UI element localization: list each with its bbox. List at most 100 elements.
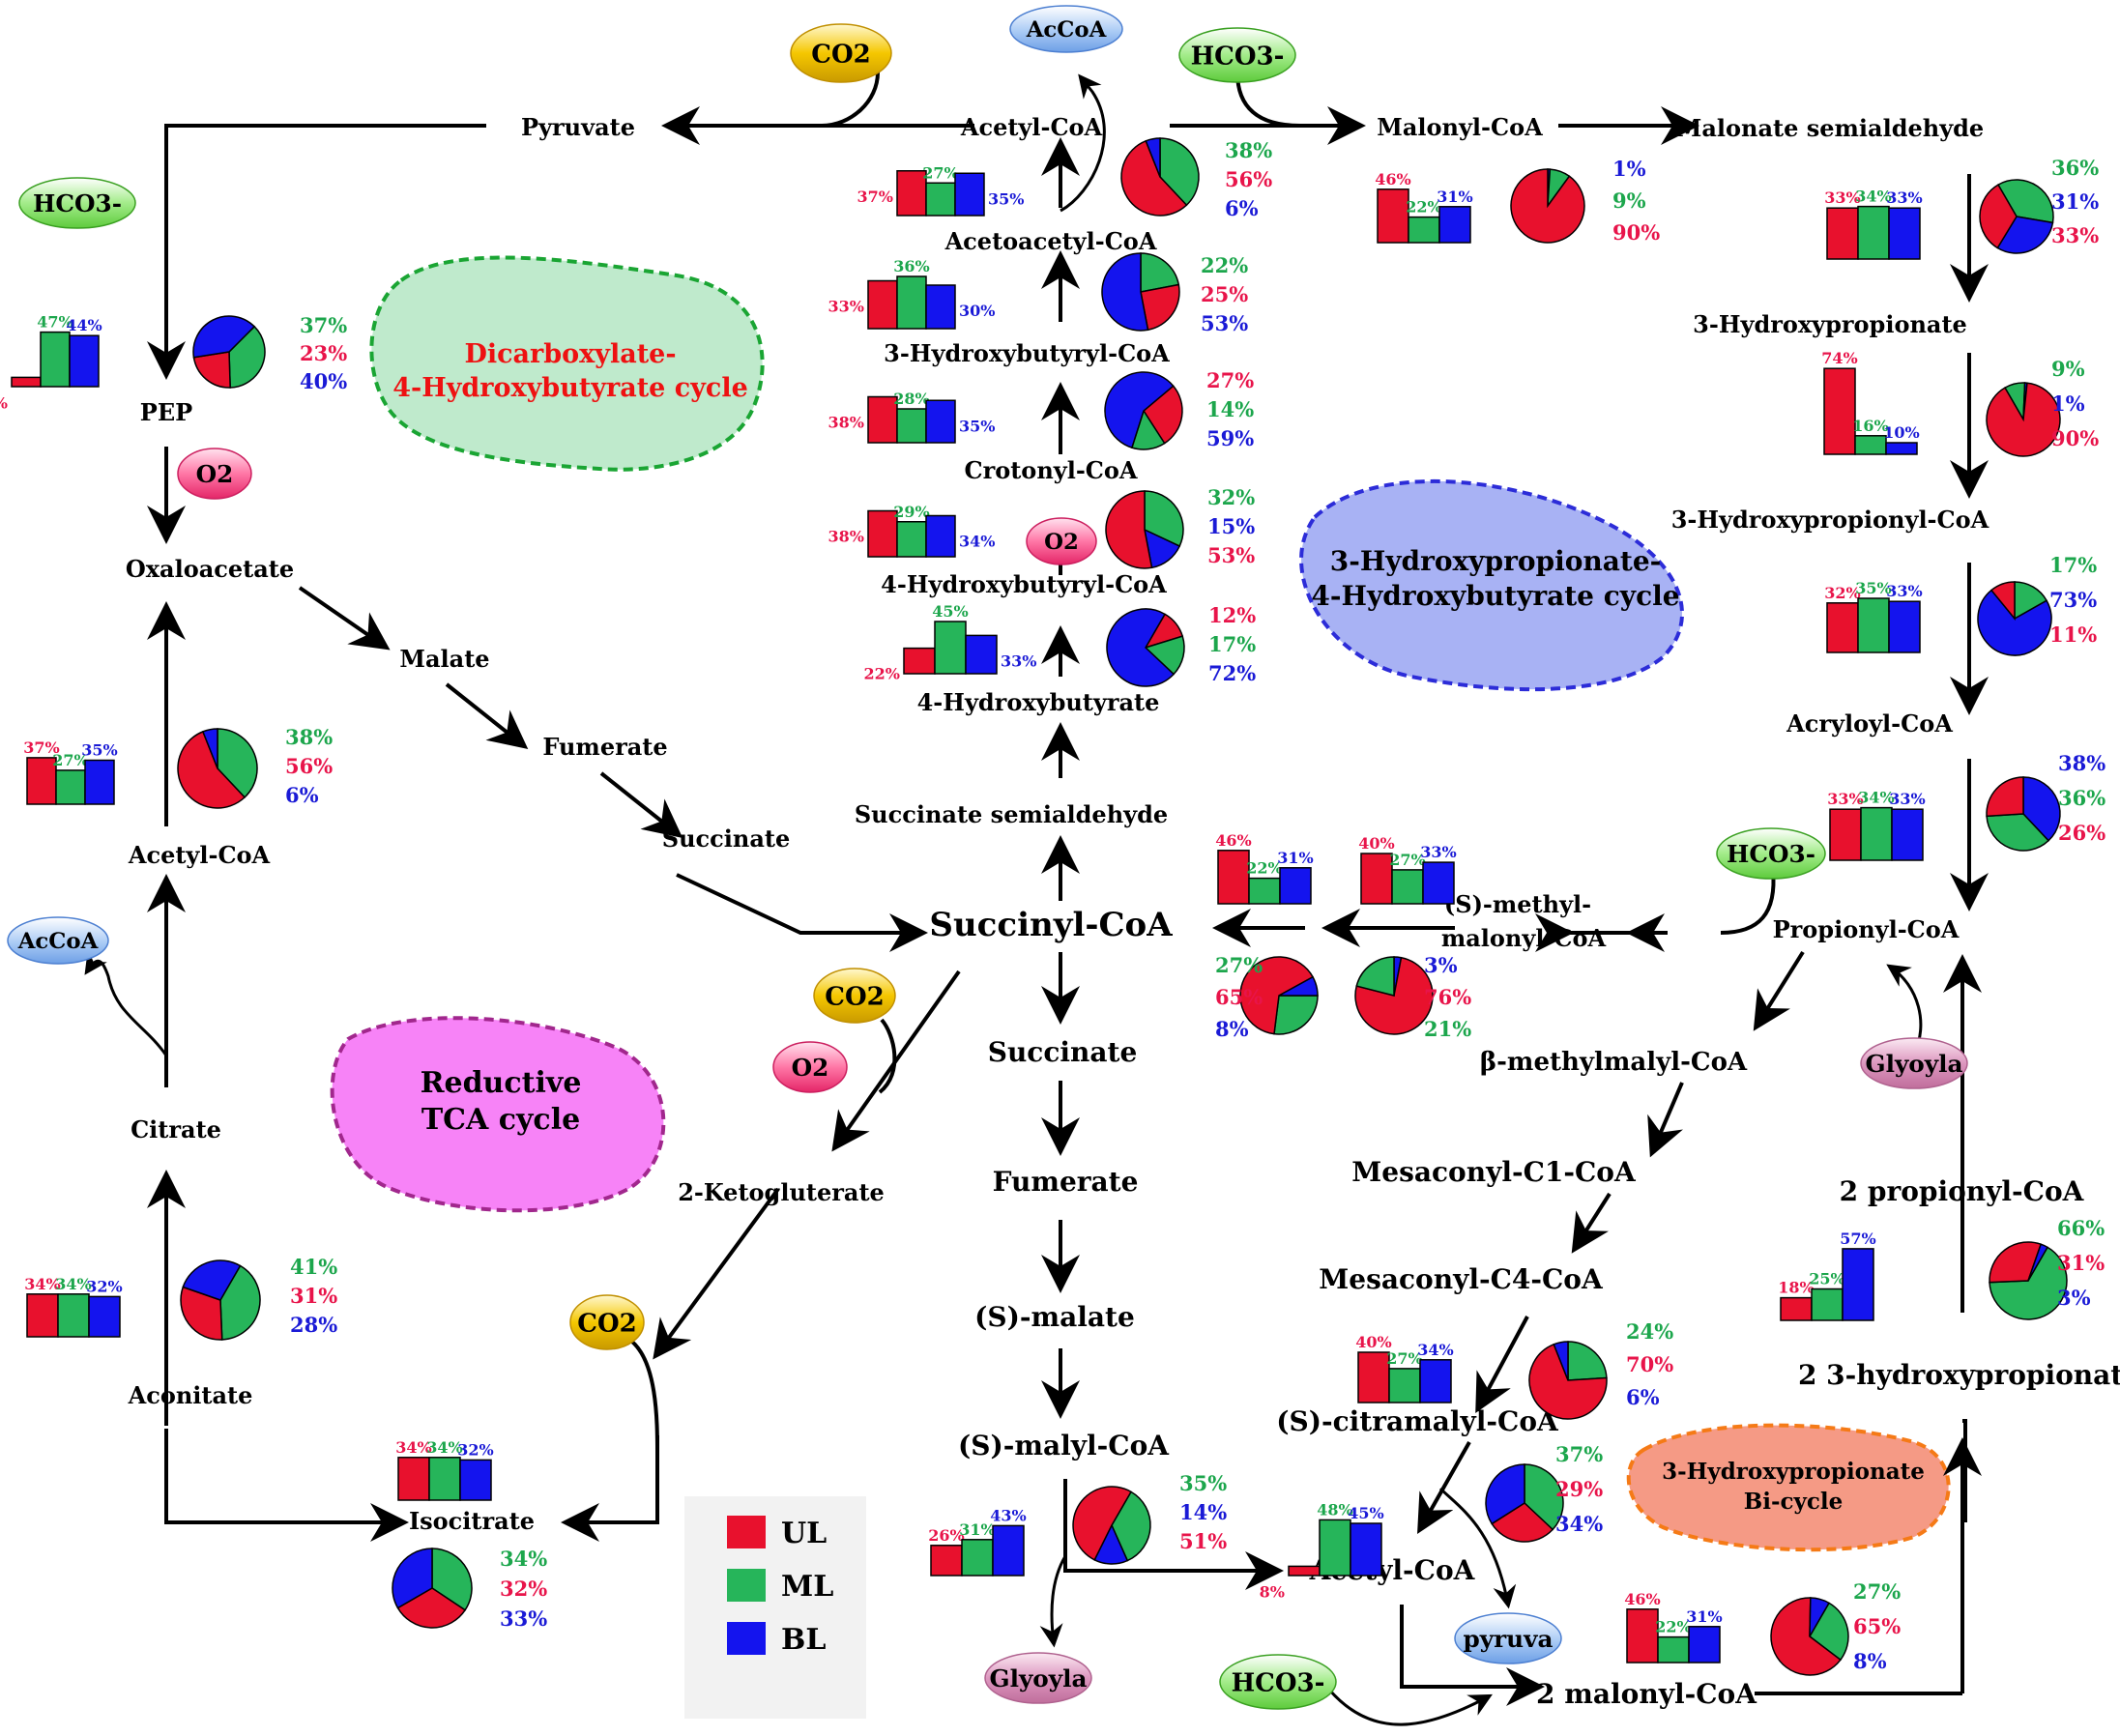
pie-acetylcoa-top-slice-bl <box>1145 137 1161 178</box>
accoa-top-pill: AcCoA <box>1009 5 1123 53</box>
bar-smm-1: 46%22%31% <box>1215 831 1314 905</box>
bar-malonylcoa-bar-ml <box>1408 216 1440 244</box>
bar-3hp-bar-bl <box>1885 442 1918 455</box>
bar-pep-label-ul: 8% <box>0 393 8 412</box>
metabolite-2-malonyl-coa: 2 malonyl-CoA <box>1536 1678 1757 1710</box>
bar-pep-bar-ul <box>11 376 42 388</box>
pie-crotonyl-label-bl: 15% <box>1207 514 1255 538</box>
bar-smalyl-bar-bl <box>992 1524 1025 1577</box>
bar-malonate-sa-bar-bl <box>1888 207 1921 260</box>
co2-low-text: CO2 <box>577 1309 636 1338</box>
pie-acryloyl-slice-bl <box>2022 776 2061 842</box>
pie-crotonyl-slice-ml <box>1144 490 1184 548</box>
bar-acetoacetyl-label-bl: 30% <box>959 302 995 320</box>
metabolite-mesaconyl-c4-coa: Mesaconyl-C4-CoA <box>1319 1263 1604 1295</box>
pie-pep-label-ul: 23% <box>300 341 347 365</box>
pie-2propionyl: 66%31%3% <box>1989 1216 2105 1320</box>
bar-acetylcoa-left-label-ml: 27% <box>52 751 88 769</box>
bar-acetylcoa-left-label-bl: 35% <box>81 741 117 760</box>
pie-aconitate-label-ul: 31% <box>290 1284 337 1308</box>
pie-acryloyl-slice-ml <box>1986 813 2050 852</box>
bar-2propionyl-label-bl: 57% <box>1840 1230 1875 1248</box>
co2-mid-pill: CO2 <box>813 968 896 1024</box>
pie-acetylcoa-bottom-slice-ul <box>1491 1502 1554 1543</box>
bar-aconitate-bar-ml <box>57 1293 90 1338</box>
pie-smm-1: 27%65%8% <box>1215 953 1319 1041</box>
accoa-top-text: AcCoA <box>1026 17 1107 43</box>
bar-acryloyl-bar-ul <box>1829 808 1862 861</box>
pie-3hp-label-ml: 9% <box>2051 357 2085 381</box>
o2-low-pill: O2 <box>772 1041 848 1093</box>
bar-malonylcoa-bar-bl <box>1438 206 1471 244</box>
metabolite-succinyl-coa: Succinyl-CoA <box>929 906 1173 944</box>
bar-smm-2-label-bl: 33% <box>1420 843 1456 861</box>
bar-4hbcoa: 22%45%33% <box>864 602 1037 683</box>
metabolite-s-methylmalonyl-coa-2: malonyl-CoA <box>1441 924 1607 952</box>
pie-3hpcoa-slice-bl <box>1977 589 2052 656</box>
pie-malonate-sa: 36%31%33% <box>1979 156 2099 254</box>
pie-smm-2-label-ml: 21% <box>1424 1017 1471 1041</box>
pie-3hp: 9%1%90% <box>1986 357 2099 457</box>
pie-2propionyl-label-ml: 66% <box>2057 1216 2105 1240</box>
pyruva-text: pyruva <box>1464 1625 1554 1653</box>
bar-2malonyl: 46%22%31% <box>1624 1590 1723 1664</box>
bar-citramalyl-label-bl: 34% <box>1417 1341 1453 1359</box>
metabolite-acetoacetyl-coa: Acetoacetyl-CoA <box>944 227 1157 255</box>
pie-acetylcoa-left-label-ml: 38% <box>285 725 333 749</box>
bar-acetylcoa-top-bar-bl <box>954 172 985 217</box>
charts: 8%47%44%37%23%40%37%27%35%38%56%6%33%36%… <box>0 137 2105 1676</box>
bar-2malonyl-bar-bl <box>1688 1626 1721 1664</box>
metabolite-malonyl-coa: Malonyl-CoA <box>1377 113 1543 141</box>
legend-swatch-bl <box>727 1622 766 1655</box>
metabolite-malonate-semialdehyde: Malonate semialdehyde <box>1676 114 1984 142</box>
pie-2malonyl-slice-ul <box>1770 1597 1842 1676</box>
bar-acryloyl-label-bl: 33% <box>1889 790 1925 808</box>
pie-crotonyl: 32%15%53% <box>1105 485 1255 569</box>
bar-aconitate: 34%34%32% <box>24 1275 123 1338</box>
pie-malonate-sa-label-ul: 33% <box>2051 223 2099 247</box>
bar-acetylcoa-top-bar-ml <box>925 182 956 217</box>
bar-acetylcoa-bottom-bar-bl <box>1350 1522 1382 1577</box>
metabolite-s-malyl-coa: (S)-malyl-CoA <box>958 1430 1170 1461</box>
pie-acetylcoa-bottom-label-ml: 37% <box>1555 1442 1603 1466</box>
pie-smalyl: 35%14%51% <box>1072 1471 1227 1565</box>
pie-citramalyl-slice-ml <box>1567 1341 1608 1381</box>
pie-acetylcoa-top-slice-ml <box>1159 137 1200 207</box>
metabolite-citrate: Citrate <box>131 1115 221 1143</box>
bar-crotonyl-label-bl: 34% <box>959 533 995 551</box>
bar-acetylcoa-bottom-bar-ul <box>1288 1565 1321 1577</box>
bar-2malonyl-bar-ul <box>1626 1608 1659 1664</box>
bar-3hp-label-ul: 74% <box>1821 349 1857 367</box>
pie-acetylcoa-top-label-bl: 6% <box>1225 196 1259 220</box>
bar-acetylcoa-left: 37%27%35% <box>23 738 118 805</box>
pie-citramalyl-label-ml: 24% <box>1626 1319 1673 1344</box>
pie-acetylcoa-top-label-ml: 38% <box>1225 138 1272 162</box>
pie-pep-slice-ul <box>192 351 231 389</box>
pie-isocitrate-slice-ul <box>396 1587 467 1629</box>
bar-smm-2: 40%27%33% <box>1358 834 1457 905</box>
pie-citramalyl-label-bl: 6% <box>1626 1385 1660 1409</box>
pie-smm-2-slice-ml <box>1355 956 1395 997</box>
bar-acetoacetyl-label-ml: 36% <box>893 257 929 275</box>
pie-2propionyl-label-ul: 31% <box>2057 1251 2105 1275</box>
pie-citramalyl-label-ul: 70% <box>1626 1352 1673 1376</box>
pie-smalyl-slice-ul <box>1072 1486 1133 1561</box>
bar-smm-1-bar-bl <box>1279 867 1312 905</box>
bar-3hbcoa-label-ml: 28% <box>893 390 929 408</box>
bar-3hp-label-ml: 16% <box>1852 417 1888 435</box>
metabolite-isocitrate: Isocitrate <box>409 1507 535 1535</box>
bar-acetoacetyl-bar-ml <box>896 275 927 330</box>
pie-3hp-label-ul: 90% <box>2051 426 2099 450</box>
bar-acetylcoa-bottom-label-ul: 8% <box>1260 1582 1285 1601</box>
bar-smm-1-bar-ml <box>1248 877 1281 905</box>
pie-pep: 37%23%40% <box>192 313 347 393</box>
metabolite-acetyl-coa-top: Acetyl-CoA <box>960 113 1103 141</box>
bar-4hbcoa-bar-ul <box>903 647 936 675</box>
pie-2malonyl-label-bl: 8% <box>1853 1649 1887 1673</box>
bar-acetylcoa-left-bar-ml <box>55 769 86 805</box>
bar-malonate-sa-label-bl: 33% <box>1886 188 1922 207</box>
bar-3hp: 74%16%10% <box>1821 349 1920 455</box>
pie-acryloyl-slice-ul <box>1986 776 2024 818</box>
pie-4hbcoa: 12%17%72% <box>1106 603 1256 687</box>
